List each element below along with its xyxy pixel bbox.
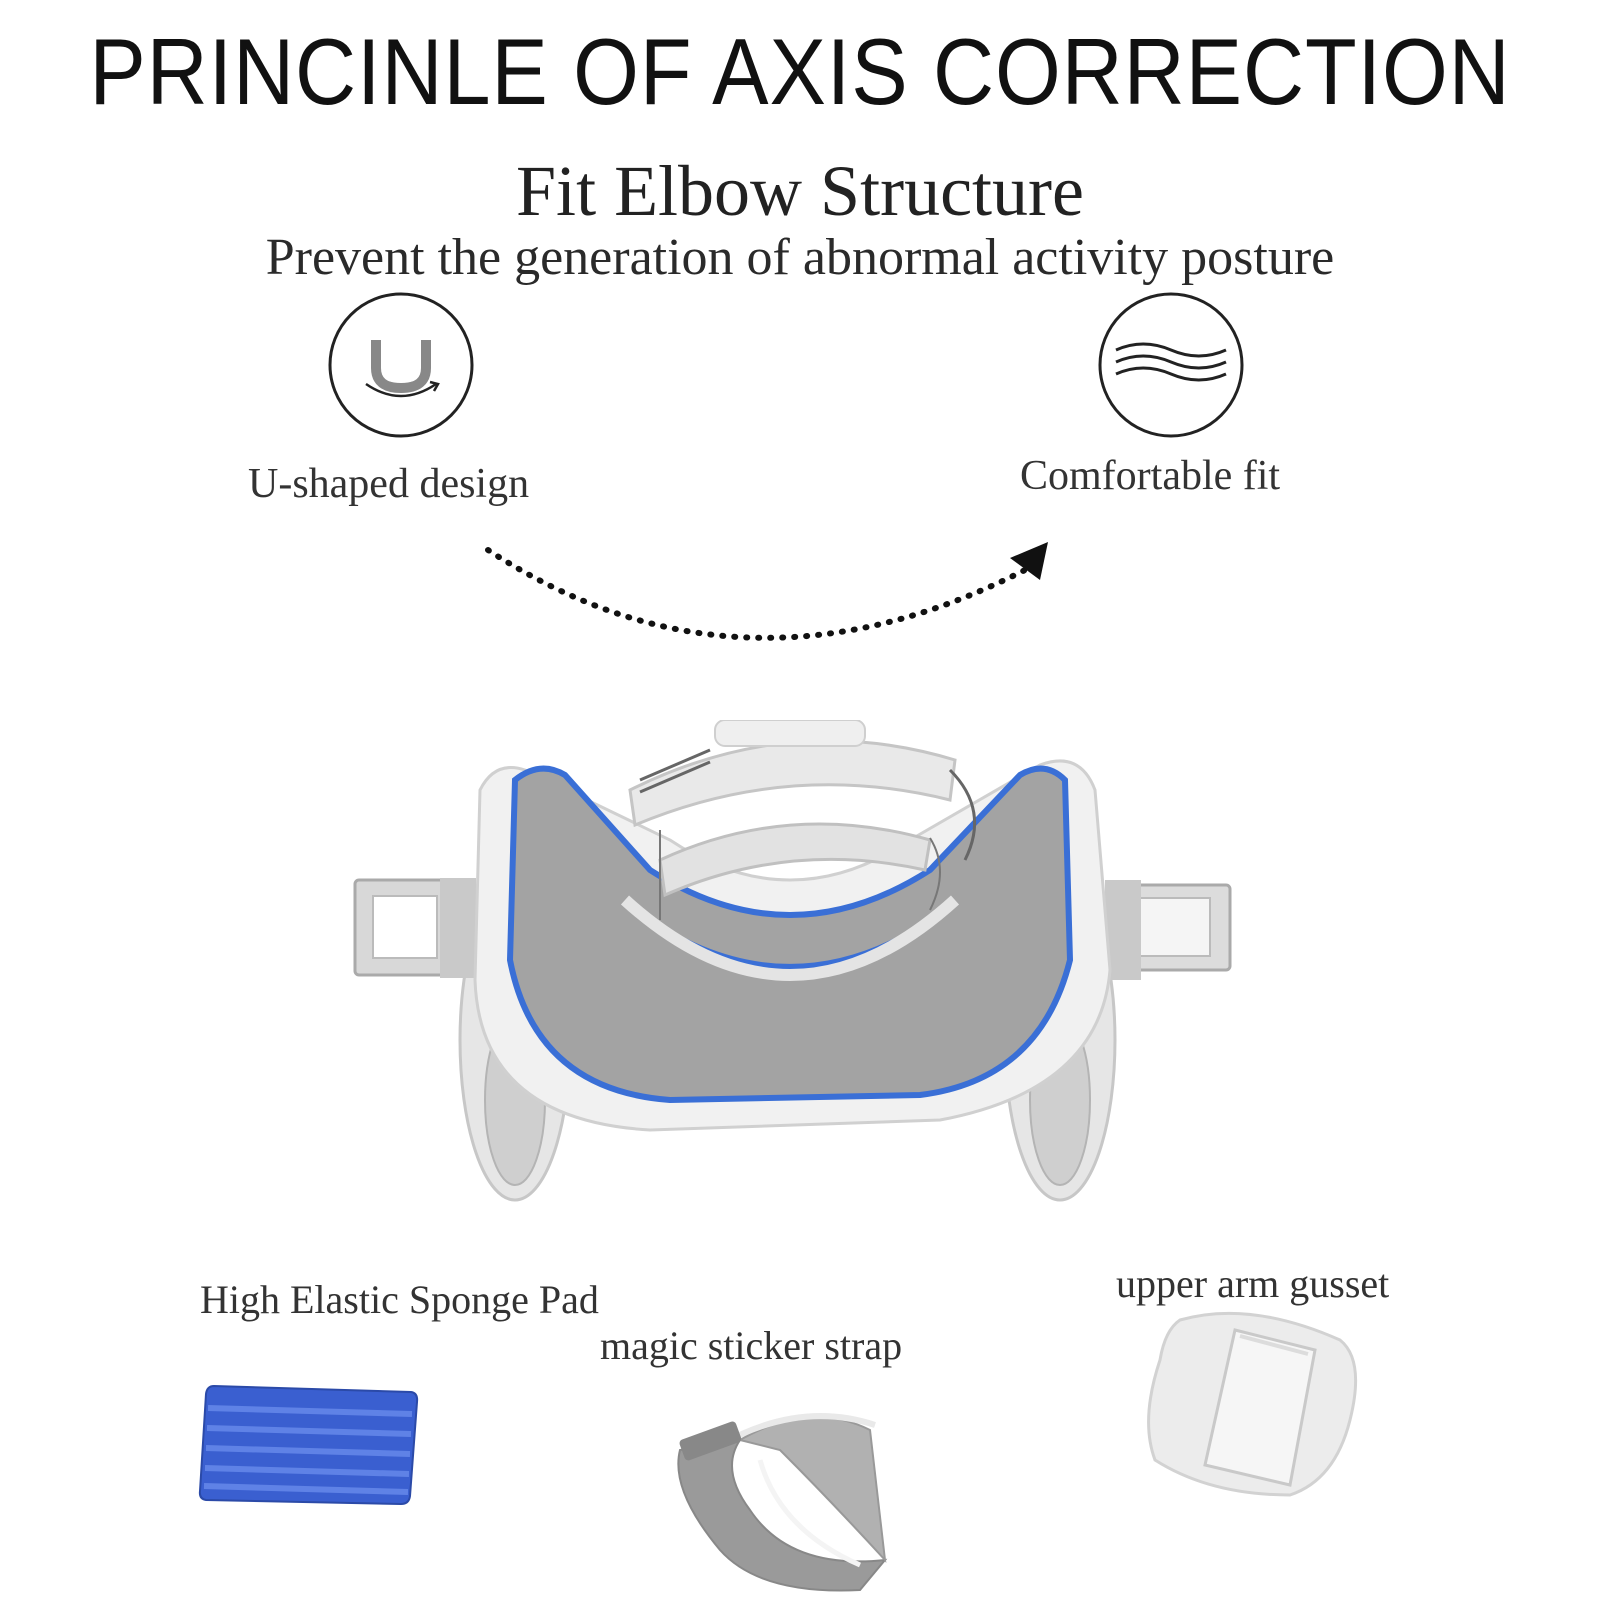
dotted-arrow <box>485 542 1048 641</box>
u-shape-icon <box>328 292 474 438</box>
main-title: PRINCINLE OF AXIS CORRECTION <box>89 19 1511 124</box>
accessory-label-sponge-pad: High Elastic Sponge Pad <box>200 1277 599 1322</box>
feature-label-comfortable: Comfortable fit <box>1020 453 1281 499</box>
accessory-label-strap: magic sticker strap <box>600 1323 903 1368</box>
feature-label-u-shaped: U-shaped design <box>248 461 530 507</box>
subtitle: Fit Elbow Structure <box>516 151 1084 231</box>
strap-image <box>677 1413 888 1592</box>
accessory-label-gusset: upper arm gusset <box>1116 1261 1390 1306</box>
gusset-image <box>1147 1311 1358 1497</box>
sponge-pad-image <box>198 1384 419 1506</box>
tagline: Prevent the generation of abnormal activ… <box>265 229 1335 286</box>
waves-icon <box>1098 292 1244 438</box>
elbow-brace-illustration <box>353 720 1232 1202</box>
